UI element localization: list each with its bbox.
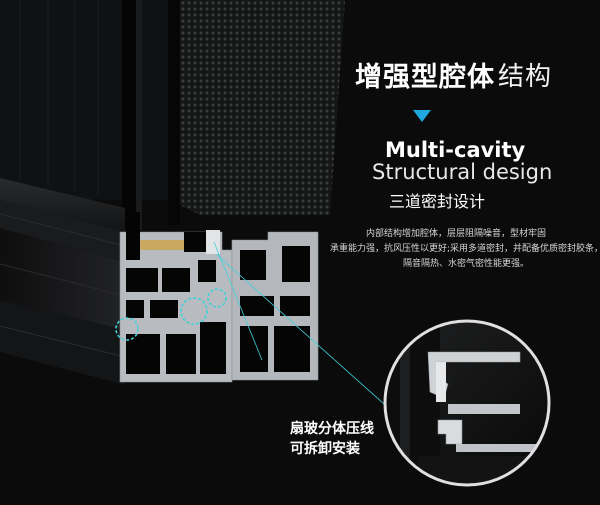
callout-line1: 扇玻分体压线 xyxy=(290,421,374,437)
left-frame-panel xyxy=(0,0,190,200)
description-line: 内部结构增加腔体，层层阻隔噪音，型材牢固 xyxy=(366,229,547,239)
description-line: 隔音隔热、水密气密性能更强。 xyxy=(403,259,530,269)
pointer-lines xyxy=(213,241,385,405)
gasket-strip xyxy=(140,240,184,250)
section-title-light: 结构 xyxy=(498,62,553,92)
highlight-circles xyxy=(115,288,227,341)
description-line: 承重能力强，抗风压性以更好;采用多道密封，并配备优质密封胶条， xyxy=(330,244,600,254)
subtitle-en-line1: Multi-cavity xyxy=(385,138,526,162)
profile-cavities xyxy=(126,246,310,374)
top-rail xyxy=(0,178,125,232)
subtitle-en-line2: Structural design xyxy=(372,160,553,184)
screen-mesh xyxy=(170,0,345,215)
left-frame-lines xyxy=(19,0,99,195)
down-triangle-icon xyxy=(413,110,431,122)
subtitle-cn: 三道密封设计 xyxy=(389,192,486,211)
callout-line2: 可拆卸安装 xyxy=(290,441,360,457)
section-title-bold: 增强型腔体 xyxy=(355,62,495,93)
glass-edge xyxy=(122,0,136,230)
magnifier-ring xyxy=(383,319,551,487)
side-rail xyxy=(0,228,125,330)
